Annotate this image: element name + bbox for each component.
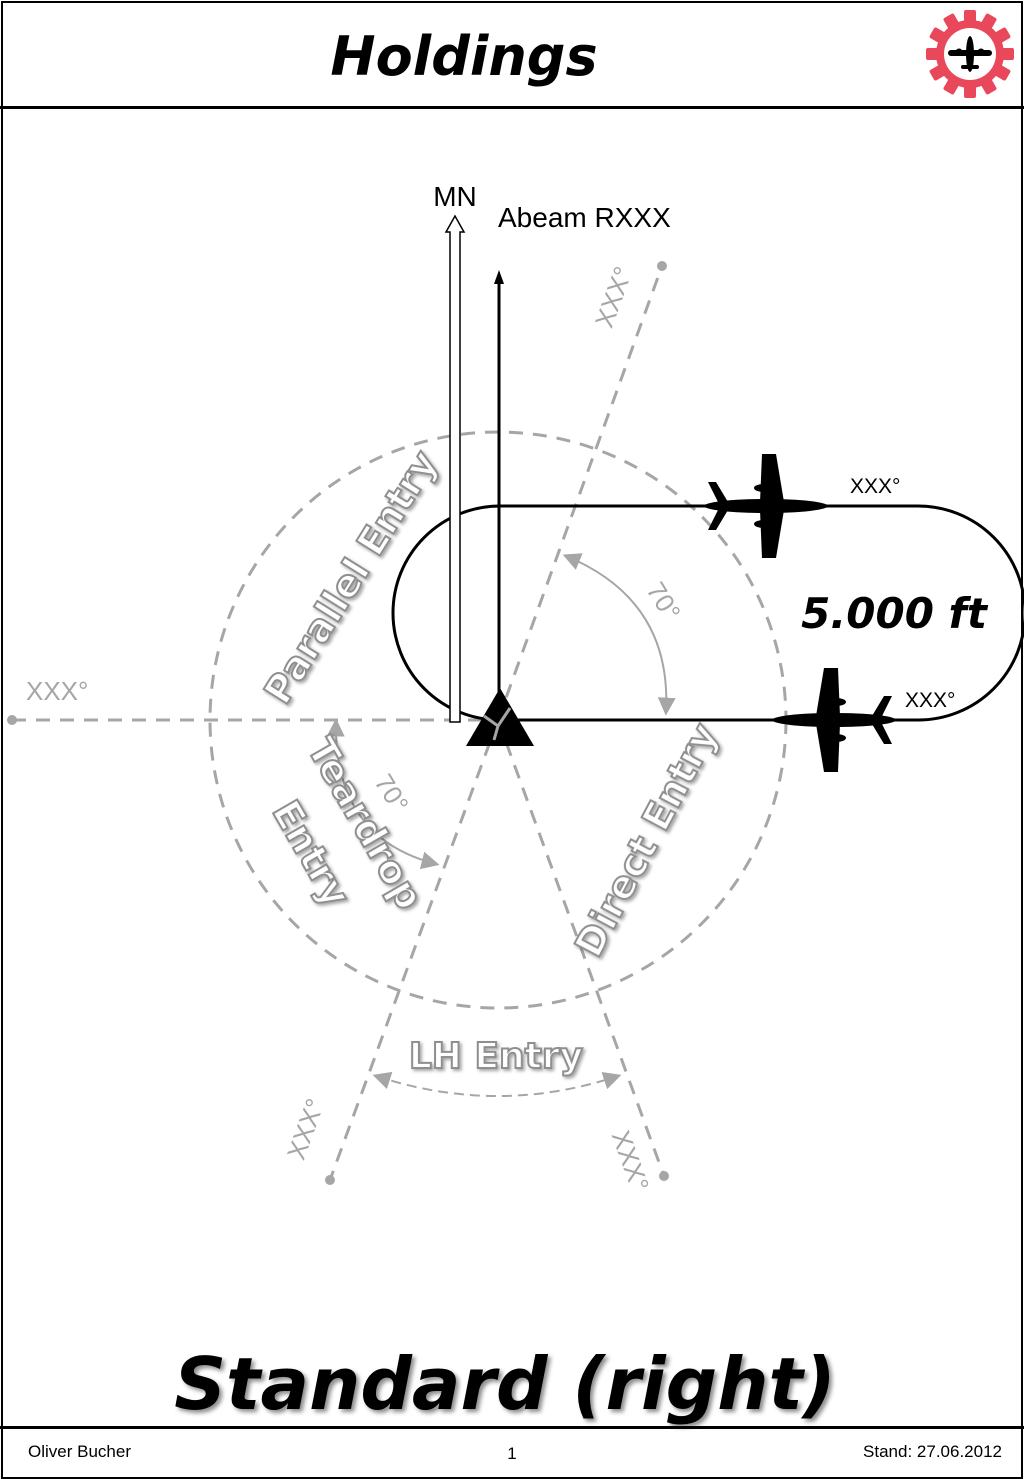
radial-endpoint-south-east xyxy=(659,1171,669,1181)
footer-author: Oliver Bucher xyxy=(28,1442,131,1461)
angle-arc-lower xyxy=(326,718,440,870)
radial-line-south-west xyxy=(328,719,500,1181)
airplane-icon xyxy=(772,668,896,772)
page-title: Holdings xyxy=(330,25,598,88)
outbound-course-label: XXX° xyxy=(850,475,900,498)
holding-type-title: Standard (right) xyxy=(174,1342,836,1426)
airplane-icon xyxy=(704,454,828,558)
radial-label-south-west: XXX° xyxy=(281,1094,331,1163)
angle-label-upper: 70° xyxy=(640,577,686,626)
lh-entry-label: LH Entry xyxy=(409,1036,583,1077)
parallel-entry-label: Parallel Entry xyxy=(256,442,447,711)
radial-endpoint-south-west xyxy=(325,1175,335,1185)
abeam-label: Abeam RXXX xyxy=(498,202,671,233)
radial-line-south-east xyxy=(496,719,666,1177)
vor-station-icon xyxy=(466,688,534,746)
altitude-label: 5.000 ft xyxy=(801,589,989,638)
radial-endpoint-north-east xyxy=(657,261,667,271)
lh-entry-arc xyxy=(372,1071,622,1097)
north-label: MN xyxy=(433,181,477,212)
radial-label-north-east: XXX° xyxy=(589,262,639,331)
footer-page-number: 1 xyxy=(507,1444,517,1463)
logo-airplane-icon xyxy=(948,36,992,72)
inbound-course-label: XXX° xyxy=(905,689,955,712)
radial-label-south-east: XXX° xyxy=(606,1126,656,1195)
logo-gear-icon xyxy=(926,10,1014,98)
header-divider xyxy=(0,106,1024,109)
footer-divider xyxy=(0,1426,1024,1429)
magnetic-north-arrow xyxy=(444,214,466,723)
abeam-arrow-head xyxy=(494,270,504,284)
angle-arc-upper xyxy=(562,553,676,716)
radial-endpoint-west xyxy=(7,715,17,725)
radial-label-west: XXX° xyxy=(26,676,88,706)
footer-date: Stand: 27.06.2012 xyxy=(863,1442,1002,1461)
radial-line-north-east xyxy=(496,265,664,721)
direct-entry-label: Direct Entry xyxy=(567,716,727,964)
